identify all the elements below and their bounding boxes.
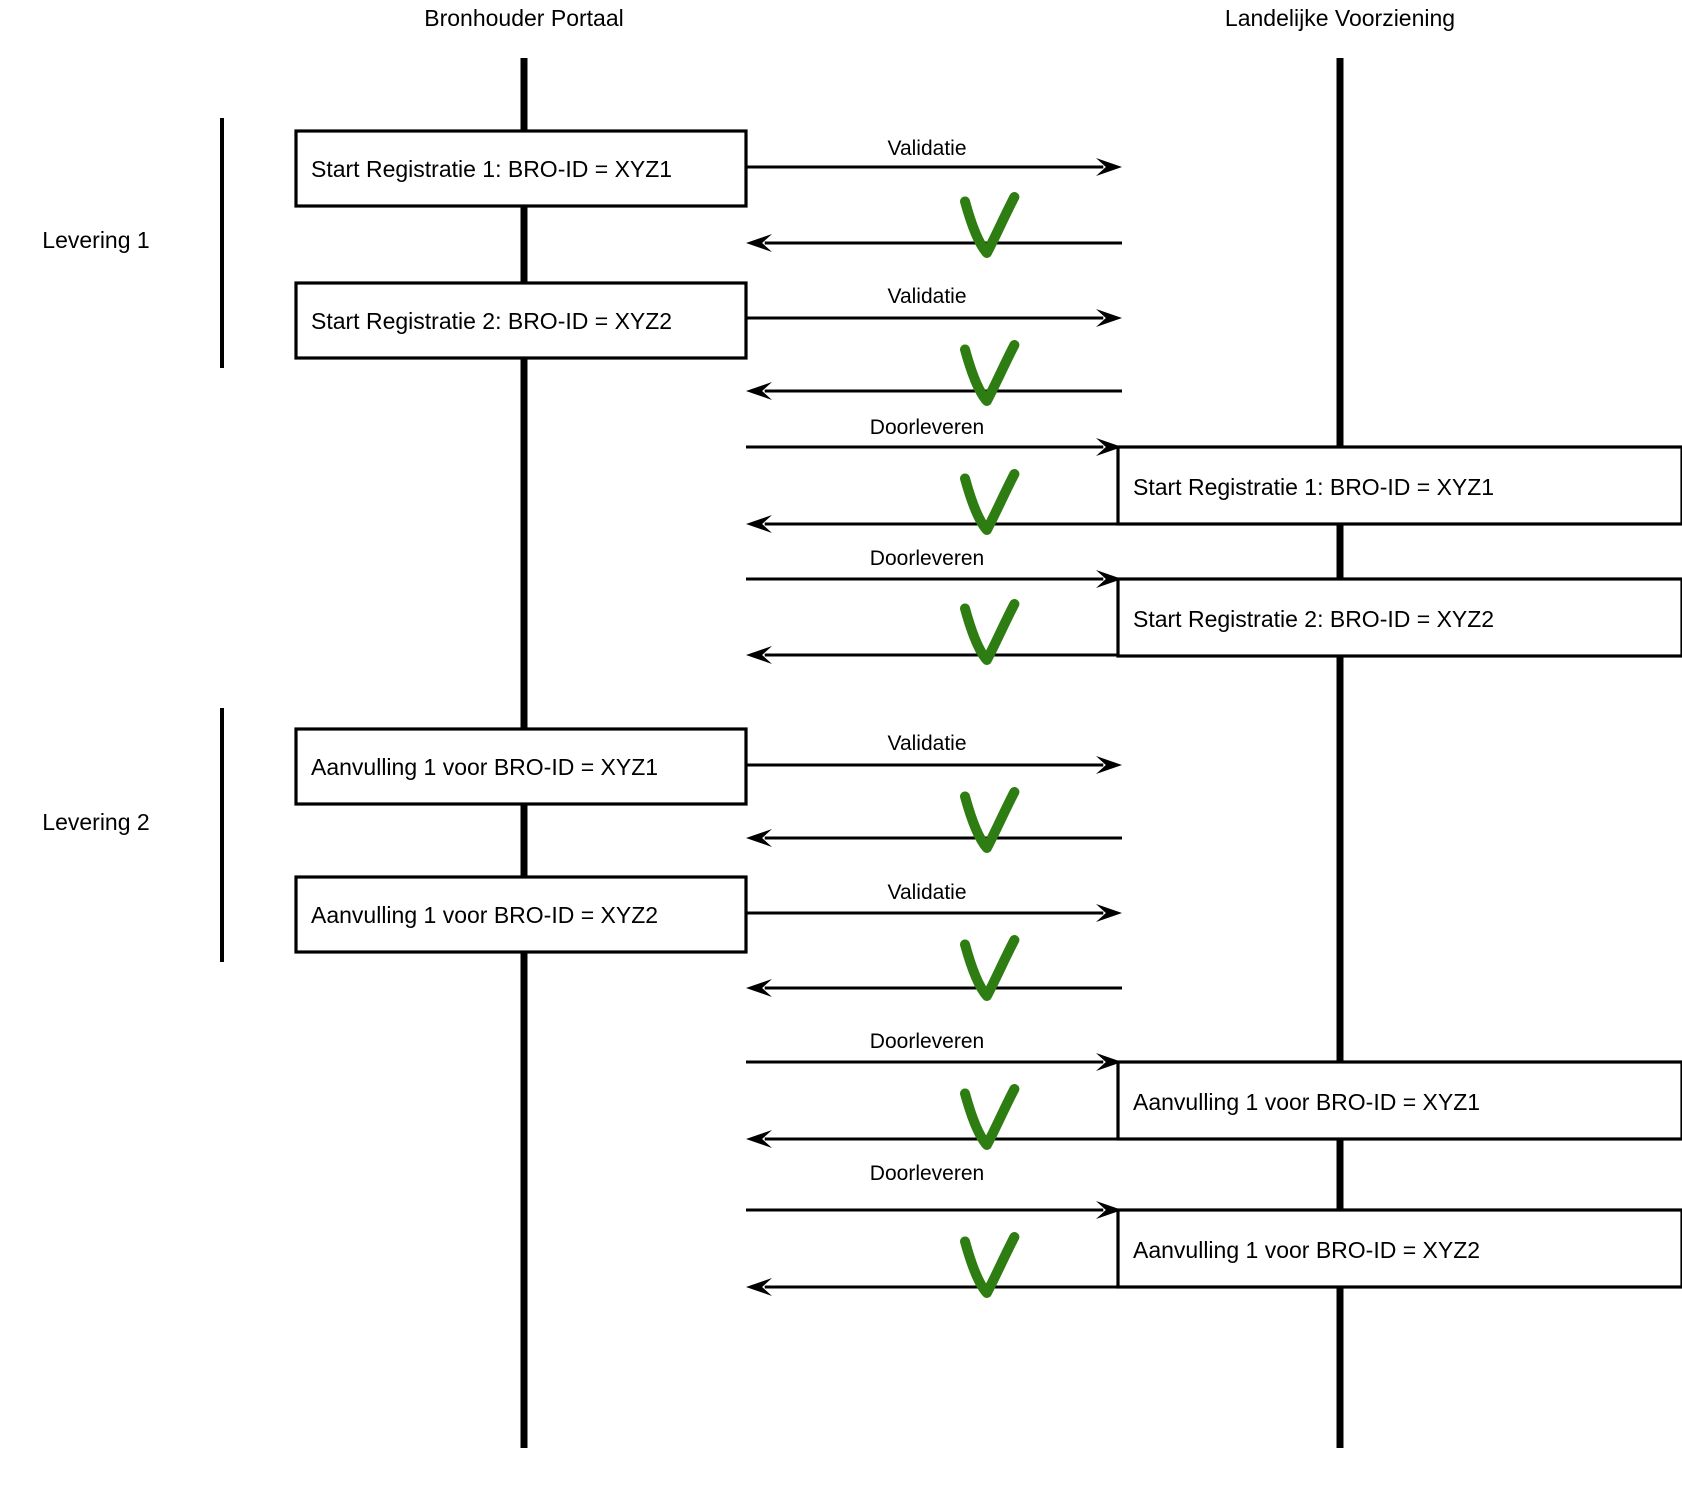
arrow-head-msg-9 [1096, 756, 1122, 774]
arrow-head-msg-15 [1096, 1201, 1122, 1219]
checkmark-icon-check-1 [960, 192, 1020, 258]
arrow-head-msg-5 [1096, 438, 1122, 456]
arrow-head-msg-2 [746, 234, 772, 252]
arrow-head-msg-1 [1096, 158, 1122, 176]
lifeline-header-landelijke: Landelijke Voorziening [1225, 5, 1455, 31]
group-label-levering-1: Levering 1 [42, 227, 149, 253]
message-box-box-left-2 [294, 281, 748, 360]
arrow-head-msg-4 [746, 382, 772, 400]
message-box-label-box-left-1: Start Registratie 1: BRO-ID = XYZ1 [311, 156, 672, 182]
group-label-levering-2: Levering 2 [42, 809, 149, 835]
message-box-box-left-1 [294, 129, 748, 208]
message-label-msg-9: Validatie [888, 732, 967, 755]
arrow-head-msg-14 [746, 1130, 772, 1148]
message-box-label-box-left-3: Aanvulling 1 voor BRO-ID = XYZ1 [311, 754, 658, 780]
message-box-label-box-right-1: Start Registratie 1: BRO-ID = XYZ1 [1133, 474, 1494, 500]
message-label-msg-7: Doorleveren [870, 547, 984, 570]
messages-layer [746, 158, 1122, 1296]
message-label-msg-1: Validatie [888, 137, 967, 160]
message-label-msg-5: Doorleveren [870, 416, 984, 439]
message-label-msg-13: Doorleveren [870, 1030, 984, 1053]
checkmark-icon-check-6 [960, 935, 1020, 1001]
message-label-msg-15: Doorleveren [870, 1162, 984, 1185]
message-label-msg-3: Validatie [888, 285, 967, 308]
arrow-head-msg-6 [746, 515, 772, 533]
arrow-head-msg-8 [746, 646, 772, 664]
arrow-head-msg-16 [746, 1278, 772, 1296]
message-box-label-box-left-2: Start Registratie 2: BRO-ID = XYZ2 [311, 308, 672, 334]
arrow-head-msg-11 [1096, 904, 1122, 922]
message-box-box-right-4 [1116, 1208, 1682, 1289]
message-box-box-right-3 [1116, 1060, 1682, 1141]
arrow-head-msg-12 [746, 979, 772, 997]
message-box-label-box-right-2: Start Registratie 2: BRO-ID = XYZ2 [1133, 606, 1494, 632]
checkmark-icon-check-8 [960, 1232, 1020, 1298]
arrow-head-msg-3 [1096, 309, 1122, 327]
checkmark-icon-check-5 [960, 787, 1020, 853]
message-box-label-box-right-3: Aanvulling 1 voor BRO-ID = XYZ1 [1133, 1089, 1480, 1115]
checkmarks-layer [960, 192, 1020, 1298]
checkmark-icon-check-4 [960, 599, 1020, 665]
lifeline-header-bronhouder: Bronhouder Portaal [424, 5, 623, 31]
checkmark-icon-check-3 [960, 469, 1020, 535]
checkmark-icon-check-2 [960, 340, 1020, 406]
message-box-label-box-right-4: Aanvulling 1 voor BRO-ID = XYZ2 [1133, 1237, 1480, 1263]
message-box-box-left-3 [294, 727, 748, 806]
message-label-msg-11: Validatie [888, 881, 967, 904]
message-box-box-left-4 [294, 875, 748, 954]
message-box-box-right-2 [1116, 577, 1682, 658]
arrow-head-msg-7 [1096, 570, 1122, 588]
arrow-head-msg-10 [746, 829, 772, 847]
checkmark-icon-check-7 [960, 1084, 1020, 1150]
labels-layer: Bronhouder Portaal Landelijke Voorziening… [42, 5, 1494, 1263]
boxes-layer [294, 129, 1682, 1289]
message-box-label-box-left-4: Aanvulling 1 voor BRO-ID = XYZ2 [311, 902, 658, 928]
message-box-box-right-1 [1116, 445, 1682, 526]
arrow-head-msg-13 [1096, 1053, 1122, 1071]
